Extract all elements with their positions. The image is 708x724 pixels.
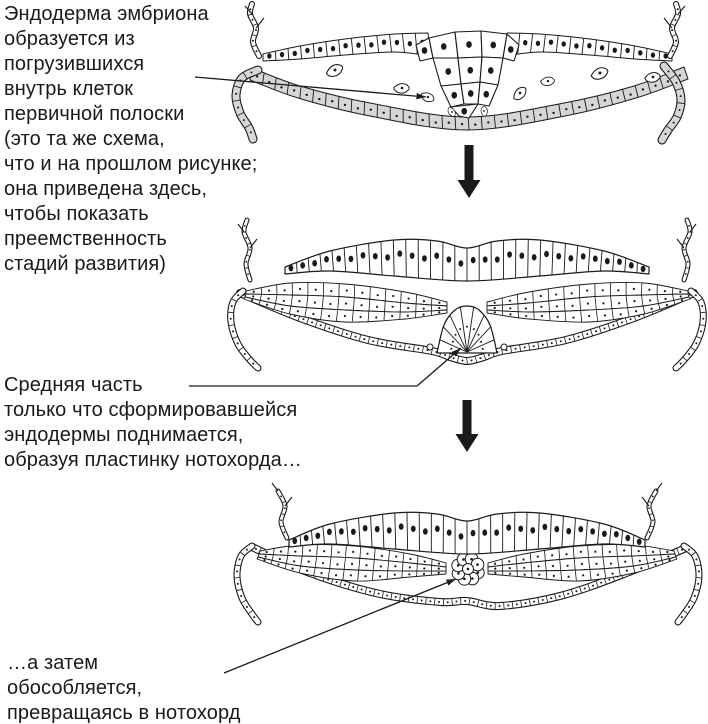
annotation-line: обособляется, — [7, 677, 143, 699]
annotation-line: эндодермы поднимается, — [4, 424, 244, 446]
annotation-line: превращаясь в нотохорд — [7, 702, 241, 724]
annotation-line: преемственность — [4, 228, 167, 250]
annotation-line: (это та же схема, — [4, 128, 165, 150]
annotation-line: внутрь клеток — [4, 78, 134, 100]
annotation-line: только что сформировавшейся — [4, 399, 298, 421]
annotation-endoderm-origin: Эндодерма эмбриона образуется из погрузи… — [4, 2, 257, 277]
leader-arrow-plate — [189, 347, 462, 387]
down-arrow-2 — [455, 400, 479, 452]
down-arrow-1 — [457, 145, 481, 198]
annotation-line: она приведена здесь, — [4, 178, 208, 200]
leader-arrow-endoderm — [194, 76, 427, 100]
annotation-line: стадий развития) — [4, 253, 167, 275]
annotation-line: что и на прошлом рисунке; — [4, 153, 258, 175]
notochord-rosette — [451, 552, 485, 586]
annotation-line: погрузившихся — [4, 53, 145, 75]
annotation-line: образуется из — [4, 28, 135, 50]
annotation-line: чтобы показать — [4, 203, 149, 225]
annotation-line: …а затем — [7, 652, 99, 674]
leader-arrow-notochord — [223, 578, 457, 674]
stage-3-cross-section — [233, 482, 703, 626]
stage-2-cross-section — [227, 217, 707, 372]
stage-1-cross-section — [231, 1, 689, 145]
annotation-line: Эндодерма эмбриона — [4, 3, 209, 25]
annotation-line: Средняя часть — [4, 374, 143, 396]
annotation-line: образуя пластинку нотохорда… — [4, 449, 302, 471]
annotation-notochord-separation: …а затем обособляется, превращаясь в нот… — [7, 651, 241, 724]
annotation-line: первичной полоски — [4, 103, 185, 125]
annotation-notochord-plate: Средняя часть только что сформировавшейс… — [4, 373, 302, 473]
